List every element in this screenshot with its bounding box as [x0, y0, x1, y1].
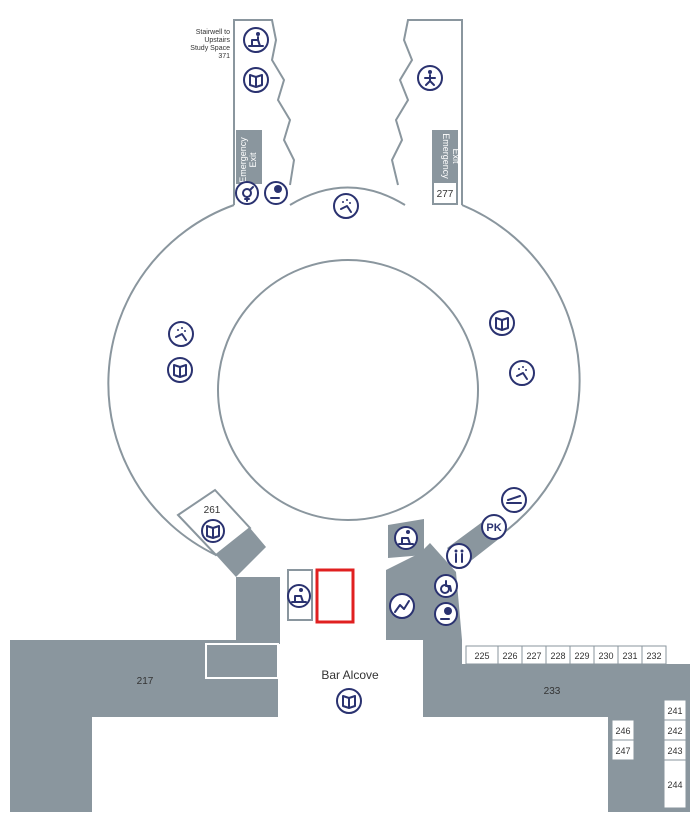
wall-angled-left — [216, 528, 266, 577]
book-icon[interactable] — [243, 67, 269, 93]
emergency-exit-left: Emergency Exit — [236, 130, 262, 184]
left-lower-wall — [236, 577, 280, 644]
svg-text:Upstairs: Upstairs — [204, 37, 230, 44]
room-231: 231 — [622, 651, 637, 661]
study-desk-icon[interactable] — [287, 584, 311, 608]
room-243: 243 — [667, 746, 682, 756]
rooms-row: 225 226 227 228 229 230 231 232 — [465, 645, 667, 665]
bar-alcove-label: Bar Alcove — [321, 668, 379, 682]
quiet-zone-icon[interactable] — [168, 321, 194, 347]
accessible-study-icon[interactable] — [434, 602, 458, 626]
room-225: 225 — [474, 651, 489, 661]
study-desk-icon[interactable] — [243, 27, 269, 53]
inner-courtyard — [217, 259, 479, 521]
room-226: 226 — [502, 651, 517, 661]
book-icon[interactable] — [201, 519, 225, 543]
stairwell-note: Stairwell to Upstairs Study Space 371 — [190, 29, 230, 60]
book-icon[interactable] — [167, 357, 193, 383]
svg-text:371: 371 — [218, 53, 230, 60]
room-217-area[interactable] — [10, 640, 690, 812]
rooms-col-mid: 246 247 — [611, 719, 635, 761]
svg-text:Study Space: Study Space — [190, 45, 230, 52]
svg-text:Emergency: Emergency — [238, 137, 248, 183]
stairs-icon[interactable] — [389, 593, 415, 619]
left-tower — [233, 19, 296, 205]
svg-text:Emergency: Emergency — [441, 133, 451, 179]
study-desk-icon[interactable] — [394, 526, 418, 550]
room-244: 244 — [667, 780, 682, 790]
wheelchair-icon[interactable] — [434, 574, 458, 598]
room-233-label: 233 — [544, 686, 561, 697]
room-246: 246 — [615, 726, 630, 736]
room-230: 230 — [598, 651, 613, 661]
room-228: 228 — [550, 651, 565, 661]
book-icon[interactable] — [336, 688, 362, 714]
parking-icon[interactable]: PK — [481, 514, 507, 540]
room-229: 229 — [574, 651, 589, 661]
reading-icon[interactable] — [417, 65, 443, 91]
quiet-zone-icon[interactable] — [333, 193, 359, 219]
room-242: 242 — [667, 726, 682, 736]
highlight-marker — [315, 568, 355, 624]
svg-text:261: 261 — [204, 505, 221, 516]
printer-icon[interactable] — [501, 487, 527, 513]
accessible-study-icon[interactable] — [264, 181, 288, 205]
svg-text:PK: PK — [486, 522, 501, 534]
svg-text:Exit: Exit — [248, 152, 258, 168]
svg-text:Stairwell to: Stairwell to — [196, 29, 230, 36]
room-217-label: 217 — [137, 676, 154, 687]
gender-neutral-restroom-icon[interactable] — [235, 181, 259, 205]
room-227: 227 — [526, 651, 541, 661]
quiet-zone-icon[interactable] — [509, 360, 535, 386]
room-247: 247 — [615, 746, 630, 756]
restroom-icon[interactable] — [446, 543, 472, 569]
rooms-col-right: 241 242 243 244 — [663, 699, 687, 809]
svg-text:Exit: Exit — [451, 148, 461, 164]
room-277-label: 277 — [437, 189, 454, 200]
right-tower — [390, 19, 463, 205]
room-232: 232 — [646, 651, 661, 661]
ring-outer-top — [289, 186, 406, 206]
emergency-exit-right: Emergency Exit 277 — [432, 130, 461, 205]
ring-outer — [107, 204, 581, 556]
alcove-box — [205, 643, 279, 679]
room-241: 241 — [667, 706, 682, 716]
book-icon[interactable] — [489, 310, 515, 336]
